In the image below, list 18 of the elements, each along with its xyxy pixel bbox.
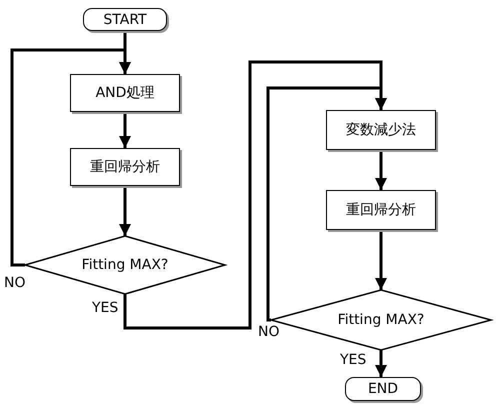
arrow	[266, 86, 387, 322]
arrow	[375, 350, 387, 377]
edge-label: YES	[340, 352, 366, 368]
process-box: AND処理	[70, 74, 180, 112]
edge-label: NO	[4, 275, 26, 291]
arrow	[10, 48, 131, 266]
terminal-box: END	[345, 377, 421, 401]
process-box: 重回帰分析	[70, 148, 180, 186]
arrow	[375, 150, 387, 190]
process-box: 重回帰分析	[326, 190, 436, 230]
arrow	[119, 112, 131, 148]
decision-diamond: Fitting MAX?	[25, 236, 225, 294]
edge-label: YES	[92, 300, 118, 316]
arrow	[375, 230, 387, 290]
arrow	[119, 186, 131, 236]
process-box: 変数減少法	[326, 110, 436, 150]
terminal-box: START	[83, 8, 167, 31]
edge-label: NO	[258, 324, 280, 340]
